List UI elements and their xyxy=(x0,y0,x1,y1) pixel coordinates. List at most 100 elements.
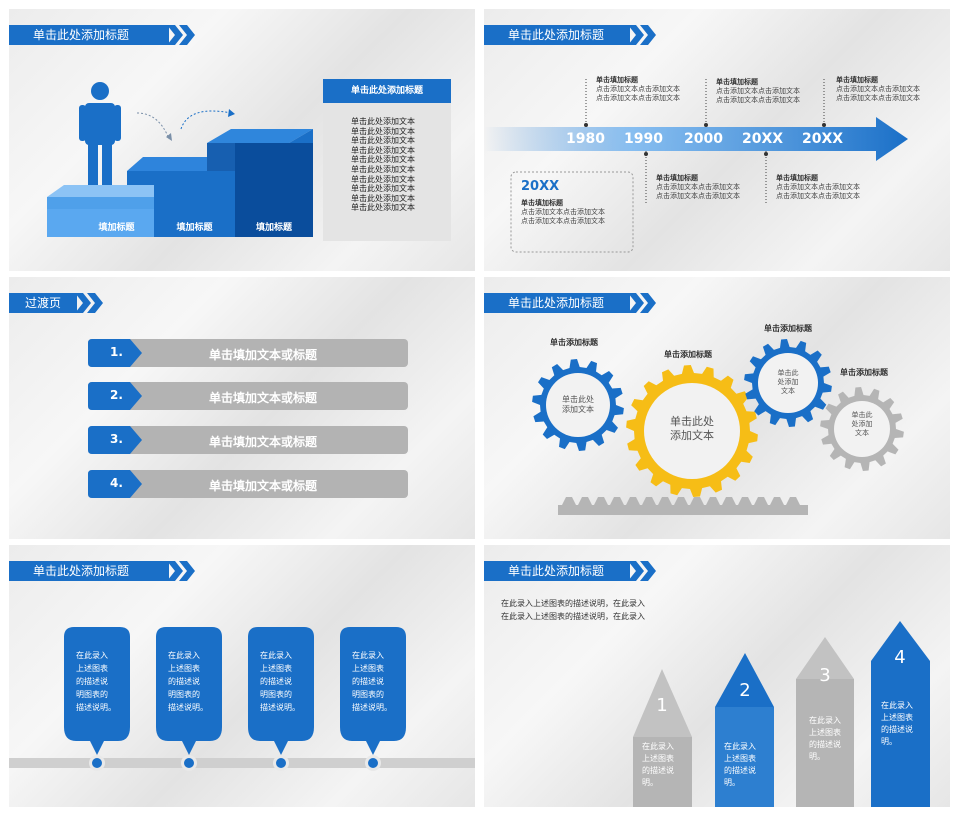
slide-title: 单击此处添加标题 xyxy=(508,564,605,578)
description: 在此录入上述图表的描述说明，在此录入 在此录入上述图表的描述说明，在此录入 xyxy=(501,597,645,623)
arrow-text: 在此录入 上述图表 的描述说 明。 xyxy=(809,715,841,763)
slide-6[interactable]: 单击此处添加标题 在此录入上述图表的描述说明，在此录入 在此录入上述图表的描述说… xyxy=(484,545,950,807)
arrow-text-line: 在此录入 xyxy=(809,716,841,725)
arrow-text-line: 在此录入 xyxy=(642,742,674,751)
text-box-body: 单击此处添加文本 单击此处添加文本 单击此处添加文本 单击此处添加文本 单击此处… xyxy=(323,103,451,213)
item-line: 点击添加文本点击添加文本 xyxy=(776,192,860,200)
stairs-graphic xyxy=(47,82,313,237)
text-box-title: 单击此处添加标题 xyxy=(323,79,451,103)
description-line: 在此录入上述图表的描述说明，在此录入 xyxy=(501,612,645,621)
timeline-year: 20XX xyxy=(742,131,784,147)
step-label: 填加标题 xyxy=(98,223,135,233)
bubble-text: 在此录入 上述图表 的描述说 明图表的 描述说明。 xyxy=(352,649,392,714)
slide-1[interactable]: 单击此处添加标题 填加标题 填加标题 xyxy=(9,9,475,271)
step-label: 填加标题 xyxy=(176,223,213,233)
box-line: 单击此处添加文本 xyxy=(351,203,415,213)
slide-title-bar: 单击此处添加标题 xyxy=(9,25,169,45)
slide-3[interactable]: 过渡页 1. 单击填加文本或标题 2. 单击填加文本或标题 3. 单击填加文本或… xyxy=(9,277,475,539)
bubble-line: 的描述说 xyxy=(168,677,200,686)
box-line: 单击此处添加文本 xyxy=(351,193,415,203)
gear-hub xyxy=(758,353,818,413)
menu-item[interactable]: 3. 单击填加文本或标题 xyxy=(88,426,408,454)
arrow-text: 在此录入 上述图表 的描述说 明。 xyxy=(642,741,674,789)
bubble-line: 描述说明。 xyxy=(352,703,392,712)
box-line: 单击此处添加文本 xyxy=(351,174,415,184)
bubble-line: 明图表的 xyxy=(76,690,108,699)
arrow-text-line: 的描述说 xyxy=(642,766,674,775)
chevron-icon xyxy=(75,293,103,313)
slide-title: 单击此处添加标题 xyxy=(33,564,130,578)
bubble-line: 在此录入 xyxy=(352,651,384,660)
timeline-dot xyxy=(92,758,102,768)
bubble-line: 描述说明。 xyxy=(260,703,300,712)
menu-number: 1. xyxy=(110,345,123,359)
bubble-line: 在此录入 xyxy=(76,651,108,660)
bubble-line: 的描述说 xyxy=(260,677,292,686)
menu-number: 3. xyxy=(110,432,123,446)
menu-number: 2. xyxy=(110,388,123,402)
arrow-number: 3 xyxy=(819,665,831,686)
bubble-line: 明图表的 xyxy=(260,690,292,699)
slide-title: 单击此处添加标题 xyxy=(508,28,605,42)
card-line: 点击添加文本点击添加文本 xyxy=(521,208,605,216)
slide-4[interactable]: 单击此处添加标题 单击添加标题 单击添加标题 单击添加标题 单击添加标题 单击此… xyxy=(484,277,950,539)
gear-text: 单击此处 添加文本 xyxy=(548,395,608,415)
bubble-line: 的描述说 xyxy=(76,677,108,686)
arrow-text-line: 在此录入 xyxy=(881,701,913,710)
menu-item[interactable]: 2. 单击填加文本或标题 xyxy=(88,382,408,410)
slide-title: 单击此处添加标题 xyxy=(33,28,130,42)
chevron-icon xyxy=(167,561,195,581)
timeline-item: 单击填加标题 点击添加文本点击添加文本 点击添加文本点击添加文本 xyxy=(596,75,680,103)
item-line: 点击添加文本点击添加文本 xyxy=(716,87,800,95)
arrow-text-line: 明。 xyxy=(881,737,897,746)
timeline-dot xyxy=(368,758,378,768)
arrow-text-line: 的描述说 xyxy=(809,740,841,749)
dashed-arrow-icon xyxy=(136,112,170,140)
card-line: 点击添加文本点击添加文本 xyxy=(521,217,605,225)
item-line: 点击添加文本点击添加文本 xyxy=(596,94,680,102)
slide-title-bar: 单击此处添加标题 xyxy=(9,561,169,581)
arrow-text-line: 上述图表 xyxy=(809,728,841,737)
item-heading: 单击填加标题 xyxy=(596,76,638,84)
menu-item[interactable]: 1. 单击填加文本或标题 xyxy=(88,339,408,367)
timeline-year: 2000 xyxy=(684,131,723,147)
gear-text-line: 单击此 xyxy=(851,411,873,419)
menu-item[interactable]: 4. 单击填加文本或标题 xyxy=(88,470,408,498)
item-line: 点击添加文本点击添加文本 xyxy=(716,96,800,104)
item-line: 点击添加文本点击添加文本 xyxy=(596,85,680,93)
text-box: 单击此处添加标题 单击此处添加文本 单击此处添加文本 单击此处添加文本 单击此处… xyxy=(323,79,451,241)
dashed-arrow-icon xyxy=(180,110,232,130)
arrow-text-line: 上述图表 xyxy=(642,754,674,763)
gear-text-line: 单击此 xyxy=(777,369,799,377)
arrow-text: 在此录入 上述图表 的描述说 明。 xyxy=(724,741,756,789)
gear-text-line: 处添加 xyxy=(851,420,873,428)
slide-title-bar: 单击此处添加标题 xyxy=(484,25,630,45)
item-heading: 单击填加标题 xyxy=(716,78,758,86)
slide-title: 单击此处添加标题 xyxy=(508,296,605,310)
timeline-graphic xyxy=(484,79,908,253)
gear-text: 单击此 处添加 文本 xyxy=(766,369,810,396)
timeline-item: 单击填加标题 点击添加文本点击添加文本 点击添加文本点击添加文本 xyxy=(836,75,920,103)
arrow-bars-graphic xyxy=(633,621,930,807)
bubble-line: 明图表的 xyxy=(352,690,384,699)
bubble-text: 在此录入 上述图表 的描述说 明图表的 描述说明。 xyxy=(260,649,300,714)
slide-2[interactable]: 单击此处添加标题 1980 1990 2000 20XX 20XX 单击填加标题 xyxy=(484,9,950,271)
bubble-line: 上述图表 xyxy=(352,664,384,673)
bubble-line: 上述图表 xyxy=(168,664,200,673)
description-line: 在此录入上述图表的描述说明，在此录入 xyxy=(501,599,645,608)
box-line: 单击此处添加文本 xyxy=(351,126,415,136)
arrow-text-line: 的描述说 xyxy=(881,725,913,734)
slide-title-bar: 单击此处添加标题 xyxy=(484,561,630,581)
arrow-text-line: 上述图表 xyxy=(724,754,756,763)
bubble-text: 在此录入 上述图表 的描述说 明图表的 描述说明。 xyxy=(168,649,208,714)
timeline-item: 单击填加标题 点击添加文本点击添加文本 点击添加文本点击添加文本 xyxy=(716,77,800,105)
arrow-text-line: 上述图表 xyxy=(881,713,913,722)
menu-label: 单击填加文本或标题 xyxy=(208,391,317,405)
timeline-item: 单击填加标题 点击添加文本点击添加文本 点击添加文本点击添加文本 xyxy=(776,173,860,201)
bubble-shape xyxy=(248,627,314,755)
gear-text: 单击此 处添加 文本 xyxy=(840,411,884,438)
bubble-line: 明图表的 xyxy=(168,690,200,699)
slide-5[interactable]: 单击此处添加标题 在此录入 上述图表 的描述说 明图表的 描述说明。 在此录入 … xyxy=(9,545,475,807)
box-line: 单击此处添加文本 xyxy=(351,184,415,194)
bubble-timeline-graphic xyxy=(9,627,475,771)
